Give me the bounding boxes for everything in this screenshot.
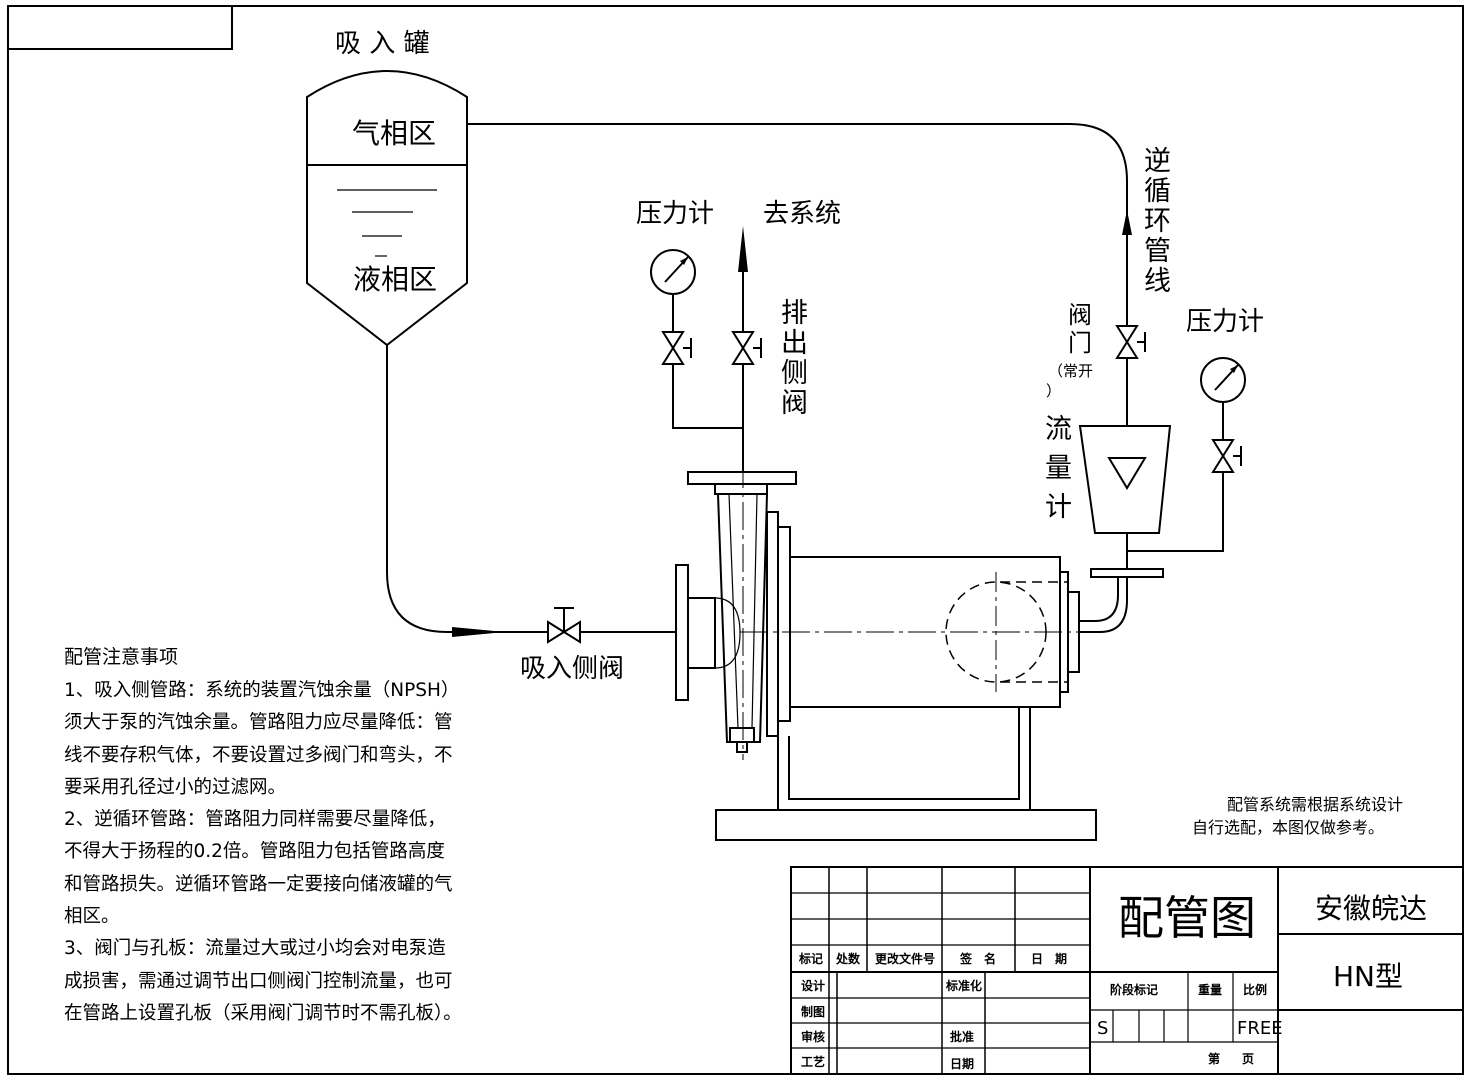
- notes-line: 须大于泵的汽蚀余量。管路阻力应尽量降低：管: [64, 712, 453, 734]
- discharge-valve-label: 排 出 侧 阀: [781, 298, 808, 419]
- liquid-zone-label: 液相区: [353, 263, 437, 296]
- svg-text:侧: 侧: [781, 358, 808, 389]
- corner-box: [7, 5, 233, 50]
- recirculation-return-pipe: [467, 123, 1128, 240]
- scale-value: FREE: [1237, 1018, 1283, 1039]
- svg-text:比例: 比例: [1243, 982, 1267, 997]
- recirculation-valve-label: 阀 门 （常开 ）: [1046, 301, 1093, 400]
- recirculation-valve[interactable]: [1115, 325, 1146, 359]
- suction-tank: [306, 70, 468, 347]
- svg-text:逆: 逆: [1144, 146, 1171, 177]
- recirculation-arrow-icon: [1122, 210, 1132, 235]
- drawing-title: 配管图: [1118, 891, 1256, 945]
- notes-line: 和管路损失。逆循环管路一定要接向储液罐的气: [64, 873, 453, 895]
- svg-text:日 期: 日 期: [1031, 951, 1067, 966]
- title-block-header: 标记 处数 更改文件号 签 名 日 期: [798, 951, 1067, 966]
- flow-arrow-icon: [452, 627, 505, 637]
- flow-meter-label: 流 量 计: [1045, 414, 1072, 523]
- gauge-branch-pipe: [672, 295, 743, 429]
- valve-normally-open-note: （常开: [1048, 362, 1093, 380]
- recirculation-line-label: 逆 循 环 管 线: [1144, 146, 1171, 297]
- svg-text:标记: 标记: [798, 951, 823, 966]
- rear-gauge-label: 压力计: [1186, 307, 1264, 337]
- svg-text:管: 管: [1144, 236, 1171, 267]
- title-block: [790, 866, 1464, 1075]
- svg-text:设计: 设计: [801, 978, 825, 993]
- svg-text:门: 门: [1068, 329, 1092, 357]
- svg-text:页: 页: [1242, 1052, 1254, 1066]
- svg-text:签 名: 签 名: [959, 951, 996, 966]
- discharge-pressure-gauge-icon: [650, 249, 696, 295]
- svg-text:处数: 处数: [835, 951, 861, 966]
- svg-text:出: 出: [781, 328, 808, 359]
- svg-text:阶段标记: 阶段标记: [1110, 982, 1158, 997]
- svg-text:重量: 重量: [1198, 982, 1222, 997]
- flow-meter: [1078, 425, 1172, 534]
- notes-line: 1、吸入侧管路：系统的装置汽蚀余量（NPSH）: [64, 680, 460, 701]
- svg-text:审核: 审核: [801, 1029, 825, 1044]
- model-name: HN型: [1333, 960, 1403, 993]
- notes-line: 成损害，需通过调节出口侧阀门控制流量，也可: [64, 970, 453, 992]
- svg-text:工艺: 工艺: [801, 1054, 825, 1069]
- notes-line: 在管路上设置孔板（采用阀门调节时不需孔板）。: [64, 1002, 462, 1024]
- title-block-stage: 阶段标记 重量 比例 第 页: [1110, 982, 1267, 1066]
- suction-pipe: [386, 345, 676, 633]
- suction-valve[interactable]: [547, 607, 581, 644]
- svg-text:线: 线: [1144, 266, 1171, 297]
- company-name: 安徽皖达: [1315, 892, 1427, 925]
- svg-text:流: 流: [1045, 414, 1072, 445]
- reference-note-line2: 自行选配，本图仅做参考。: [1192, 818, 1385, 837]
- rear-pressure-gauge-icon: [1200, 357, 1246, 403]
- svg-text:循: 循: [1144, 176, 1171, 207]
- notes-line: 要采用孔径过小的过滤网。: [64, 776, 287, 798]
- to-system-label: 去系统: [763, 199, 841, 229]
- tank-title: 吸 入 罐: [335, 29, 430, 59]
- discharge-gauge-label: 压力计: [636, 199, 714, 229]
- notes-title: 配管注意事项: [64, 646, 179, 668]
- suction-valve-label: 吸入侧阀: [520, 654, 624, 684]
- svg-text:阀: 阀: [781, 388, 808, 419]
- notes-line: 3、阀门与孔板：流量过大或过小均会对电泵造: [64, 938, 446, 960]
- svg-text:日期: 日期: [950, 1056, 974, 1071]
- notes-line: 不得大于扬程的0.2倍。管路阻力包括管路高度: [64, 841, 445, 863]
- canned-motor-pump: [675, 460, 1164, 841]
- gas-zone-label: 气相区: [352, 117, 436, 150]
- svg-text:计: 计: [1045, 492, 1072, 523]
- notes-line: 2、逆循环管路：管路阻力同样需要尽量降低，: [64, 809, 446, 831]
- discharge-gauge-valve[interactable]: [661, 331, 692, 365]
- svg-text:制图: 制图: [801, 1004, 825, 1019]
- notes-line: 线不要存积气体，不要设置过多阀门和弯头，不: [64, 744, 453, 766]
- drawing-frame: [7, 5, 1464, 1075]
- piping-notes: 配管注意事项 1、吸入侧管路：系统的装置汽蚀余量（NPSH） 须大于泵的汽蚀余量…: [64, 642, 464, 1030]
- discharge-valve[interactable]: [731, 331, 762, 365]
- svg-text:排: 排: [781, 298, 808, 329]
- svg-text:更改文件号: 更改文件号: [875, 951, 935, 966]
- svg-text:标准化: 标准化: [945, 978, 982, 993]
- rear-gauge-valve[interactable]: [1211, 439, 1242, 473]
- svg-text:环: 环: [1144, 206, 1171, 237]
- svg-text:）: ）: [1046, 382, 1061, 400]
- reference-note-line1: 配管系统需根据系统设计: [1227, 795, 1404, 814]
- svg-text:第: 第: [1208, 1051, 1220, 1066]
- stage-value: S: [1097, 1018, 1108, 1039]
- notes-line: 相区。: [64, 906, 120, 928]
- svg-text:量: 量: [1045, 453, 1072, 484]
- svg-text:批准: 批准: [950, 1029, 974, 1044]
- to-system-arrow-icon: [738, 226, 748, 272]
- svg-text:阀: 阀: [1068, 301, 1092, 329]
- title-block-rows: 设计 制图 审核 工艺 标准化 批准 日期: [801, 978, 982, 1071]
